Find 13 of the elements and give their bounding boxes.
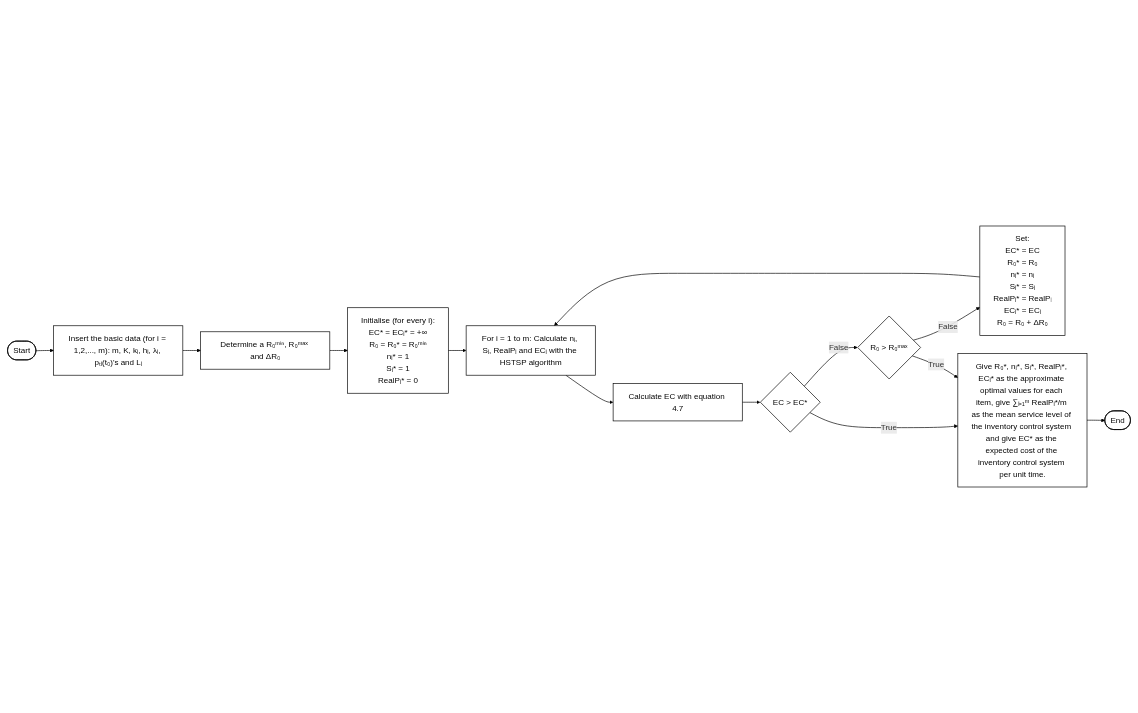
node-box: Insert the basic data (for i = 1,2,..., m): m, K, kᵢ, hᵢ, λᵢ, pₜᵢ(t₀)'s and Lᵢ xyxy=(53,325,184,376)
node-box: Determine a R₀ᵐⁱⁿ, R₀ᵐᵃˣ and ΔR₀ xyxy=(200,331,331,370)
node-box: Set: EC* = EC R₀* = R₀ nᵢ* = nᵢ Sᵢ* = Sᵢ RealPᵢ* = RealPᵢ ECᵢ* = ECᵢ R₀ = R₀ + ΔR₀ xyxy=(979,225,1066,336)
node-diamond: EC > EC* xyxy=(760,371,821,433)
node-box: Initialise (for every i): EC* = ECᵢ* = +∞ R₀ = R₀* = R₀ᵐⁱⁿ nᵢ* = 1 Sᵢ* = 1 RealPᵢ* = 0 xyxy=(347,307,449,394)
node-box: For i = 1 to m: Calculate nᵢ, Sᵢ, RealPᵢ and ECᵢ with the HSTSP algorithm xyxy=(465,325,596,376)
edge-label: False xyxy=(828,342,849,352)
edge-label: True xyxy=(928,359,945,369)
node-box: Calculate EC with equation 4.7 xyxy=(612,383,743,422)
node-diamond: R₀ > R₀ᵐᵃˣ xyxy=(857,315,921,380)
edge-label: False xyxy=(938,322,958,332)
node-box: Give R₀*, nᵢ*, Sᵢ*, RealPᵢ*, ECᵢ* as the approximate optimal values for each item, give ∑ᵢ₌₁ᵐ RealPᵢ*/m as the mean service level of the inventory control system and give EC* as the expected cost of the inventory control system per unit time. xyxy=(957,353,1088,488)
edge-label: True xyxy=(880,422,898,432)
